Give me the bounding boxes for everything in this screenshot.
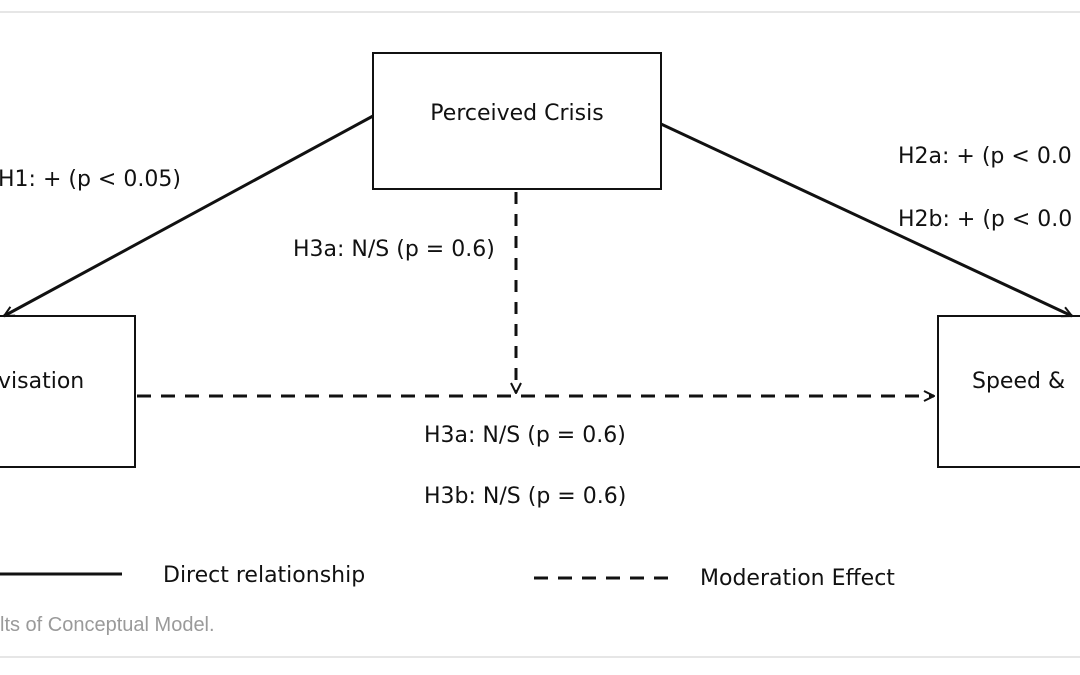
edge-h1-direct [4, 114, 374, 318]
node-label-right: Speed & [972, 369, 1065, 394]
edge-h2-direct [660, 122, 1072, 318]
bottom-frame-line [0, 656, 1080, 658]
edge-label-h3a-horizontal: H3a: N/S (p = 0.6) [424, 423, 626, 448]
figure-caption: lts of Conceptual Model. [0, 614, 215, 636]
edge-label-h1: H1: + (p < 0.05) [0, 167, 181, 192]
legend-label-direct: Direct relationship [163, 563, 365, 588]
edge-label-h3a-vertical: H3a: N/S (p = 0.6) [293, 237, 495, 262]
node-box-right [937, 315, 1080, 468]
node-label-left: visation [0, 369, 84, 394]
edge-label-h2a: H2a: + (p < 0.0 [898, 144, 1072, 169]
edge-label-h2b: H2b: + (p < 0.0 [898, 207, 1072, 232]
legend-label-moderation: Moderation Effect [700, 566, 895, 591]
edge-label-h3b-horizontal: H3b: N/S (p = 0.6) [424, 484, 626, 509]
node-box-left [0, 315, 136, 468]
top-frame-line [0, 11, 1080, 13]
node-box-perceived-crisis [372, 52, 662, 190]
node-label-perceived-crisis: Perceived Crisis [430, 101, 603, 126]
